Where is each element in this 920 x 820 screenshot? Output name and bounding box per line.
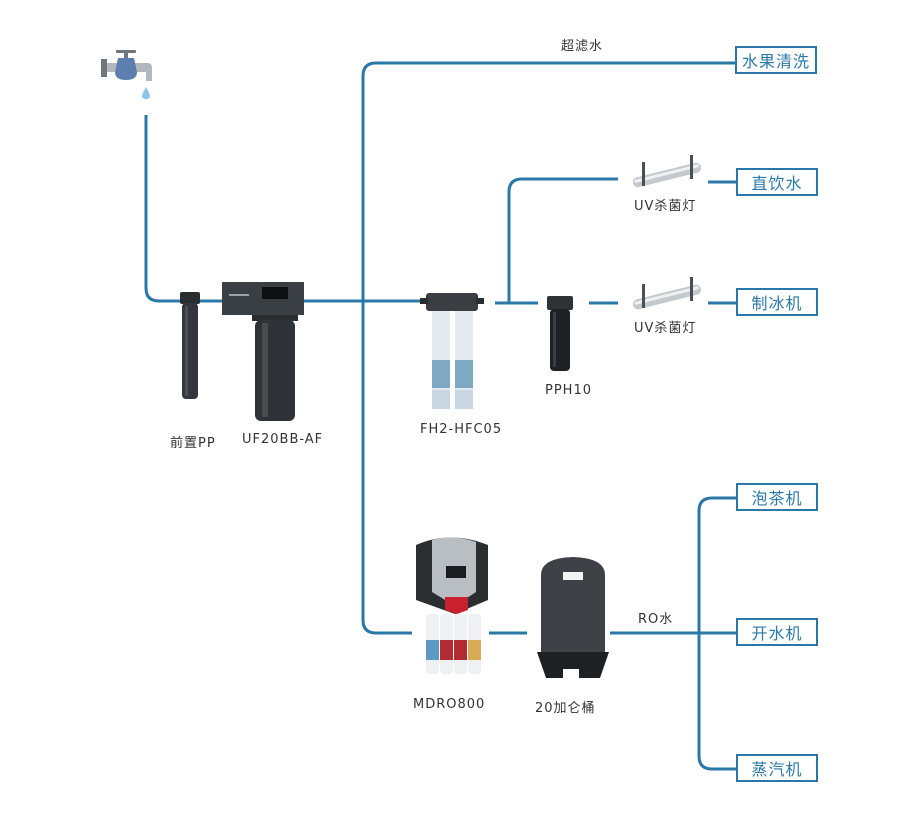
destination-steamer: 蒸汽机 [736, 754, 818, 782]
destination-direct-drink: 直饮水 [736, 168, 818, 196]
fh2-hfc05-unit [420, 293, 484, 409]
pipe-to-uv1-branch [507, 177, 618, 303]
destination-water-boiler: 开水机 [736, 618, 818, 646]
pressure-tank [537, 557, 609, 678]
ultrafiltered-water-label: 超滤水 [561, 39, 604, 54]
uv-lamp-2-label: UV杀菌灯 [634, 321, 697, 336]
uf20bb-af-label: UF20BB-AF [242, 432, 324, 447]
uf20bb-af-unit [222, 282, 304, 421]
destination-tea-maker: 泡茶机 [736, 483, 818, 511]
pipes [144, 61, 736, 771]
destination-ice-maker: 制冰机 [736, 288, 818, 316]
ro-water-label: RO水 [638, 612, 674, 627]
pre-pp-label: 前置PP [170, 436, 216, 451]
uv-lamp-2 [632, 277, 702, 310]
destination-fruit-wash: 水果清洗 [735, 46, 817, 74]
uv-lamp-1-label: UV杀菌灯 [634, 199, 697, 214]
uv-lamp-1 [632, 155, 702, 188]
pph10-filter [547, 296, 573, 371]
pipe-faucet-to-prepp [144, 115, 182, 303]
faucet-icon [101, 50, 152, 99]
pph10-label: PPH10 [545, 383, 592, 398]
tank-label: 20加仑桶 [535, 701, 596, 716]
pipe-ultrafiltered-main [361, 61, 735, 301]
pre-pp-filter [180, 292, 200, 399]
mdro800-label: MDRO800 [413, 697, 486, 712]
fh2-hfc05-label: FH2-HFC05 [420, 422, 503, 437]
mdro800-unit [416, 537, 488, 674]
pipe-ro-branches [697, 496, 736, 771]
pipe-to-mdro [361, 301, 412, 635]
